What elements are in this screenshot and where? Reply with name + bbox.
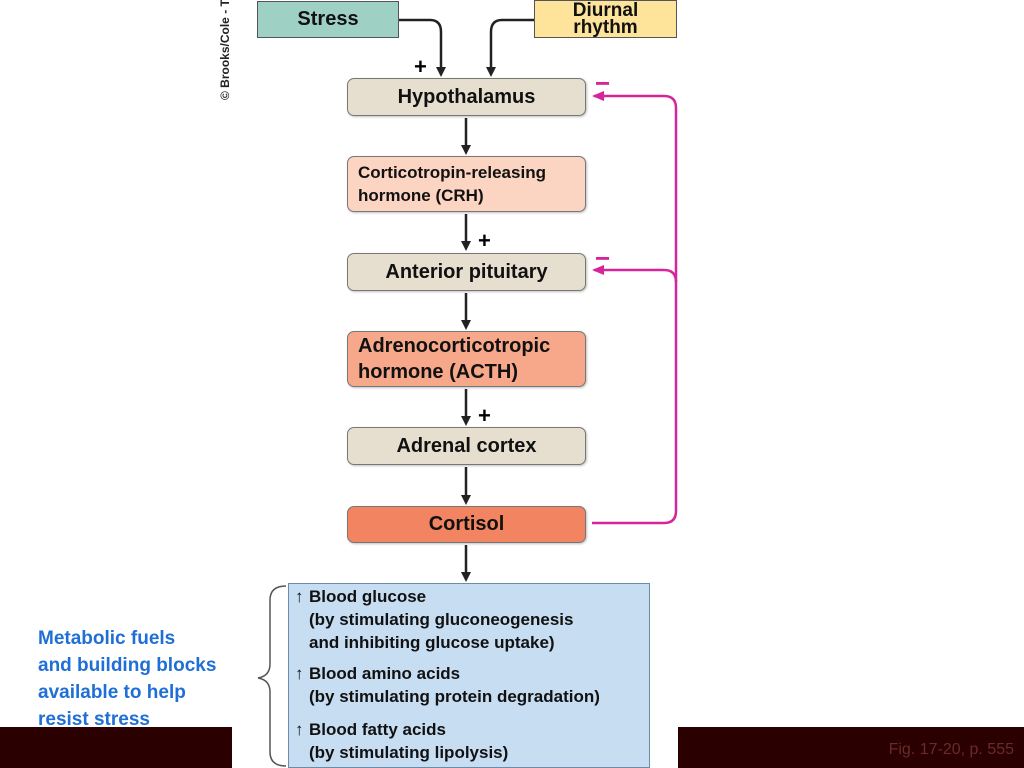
diurnal-rhythm-box: Diurnal rhythm	[534, 0, 677, 38]
crh-box: Corticotropin-releasing hormone (CRH)	[347, 156, 586, 212]
metabolic-line3: available to help	[38, 682, 186, 703]
adrenal-cortex-label: Adrenal cortex	[396, 434, 537, 457]
cortisol-label: Cortisol	[428, 513, 505, 535]
effect-blood-amino-acids: ↑ Blood amino acids (by stimulating prote…	[295, 662, 600, 708]
hypothalamus-label: Hypothalamus	[397, 85, 536, 108]
increase-arrow-icon: ↑	[295, 720, 304, 739]
acth-box: Adrenocorticotropic hormone (ACTH)	[347, 331, 586, 387]
hypothalamus-box: Hypothalamus	[347, 78, 586, 116]
feedback-line-main	[592, 91, 678, 525]
metabolic-fuels-text: Metabolic fuels and building blocks avai…	[38, 625, 263, 733]
metabolic-line2: and building blocks	[38, 655, 217, 676]
effect-blood-glucose: ↑ Blood glucose (by stimulating gluconeog…	[295, 585, 573, 654]
plus-sign-acth: +	[478, 403, 491, 428]
effect-glucose-sub2: and inhibiting glucose uptake)	[309, 633, 555, 652]
acth-label-line1: Adrenocorticotropic	[358, 335, 551, 357]
copyright-credit: © Brooks/Cole - Thomson Learning	[218, 0, 232, 100]
anterior-pituitary-box: Anterior pituitary	[347, 253, 586, 291]
effects-box: ↑ Blood glucose (by stimulating gluconeog…	[288, 583, 650, 768]
diurnal-label-line2: rhythm	[573, 17, 638, 38]
stress-box: Stress	[257, 1, 399, 38]
stress-label: Stress	[297, 8, 359, 30]
effect-glucose-title: Blood glucose	[309, 587, 427, 606]
effect-fatty-title: Blood fatty acids	[309, 720, 446, 739]
effect-fatty-sub: (by stimulating lipolysis)	[309, 743, 509, 762]
effect-amino-sub: (by stimulating protein degradation)	[309, 687, 600, 706]
crh-label-line1: Corticotropin-releasing	[358, 163, 546, 182]
adrenal-cortex-box: Adrenal cortex	[347, 427, 586, 465]
effect-glucose-sub1: (by stimulating gluconeogenesis	[309, 610, 574, 629]
acth-label-line2: hormone (ACTH)	[358, 361, 518, 383]
effect-amino-title: Blood amino acids	[309, 664, 461, 683]
cortisol-box: Cortisol	[347, 506, 586, 543]
curly-brace	[257, 585, 287, 767]
diurnal-label-line1: Diurnal	[572, 0, 639, 21]
feedback-line-pituitary	[592, 265, 678, 283]
metabolic-line4: resist stress	[38, 709, 150, 730]
metabolic-line1: Metabolic fuels	[38, 628, 176, 649]
minus-sign-pituitary: −	[595, 243, 611, 273]
arrow-stress-to-hypothalamus	[399, 18, 446, 77]
crh-label-line2: hormone (CRH)	[358, 186, 484, 205]
plus-sign-crh: +	[478, 228, 491, 253]
increase-arrow-icon: ↑	[295, 664, 304, 683]
minus-sign-hypothalamus: −	[595, 68, 611, 98]
arrow-diurnal-to-hypothalamus	[486, 18, 535, 77]
figure-label: Fig. 17-20, p. 555	[888, 741, 1014, 758]
plus-sign-stress: +	[414, 54, 427, 79]
effect-blood-fatty-acids: ↑ Blood fatty acids (by stimulating lipol…	[295, 718, 508, 764]
increase-arrow-icon: ↑	[295, 587, 304, 606]
anterior-pituitary-label: Anterior pituitary	[385, 260, 548, 283]
